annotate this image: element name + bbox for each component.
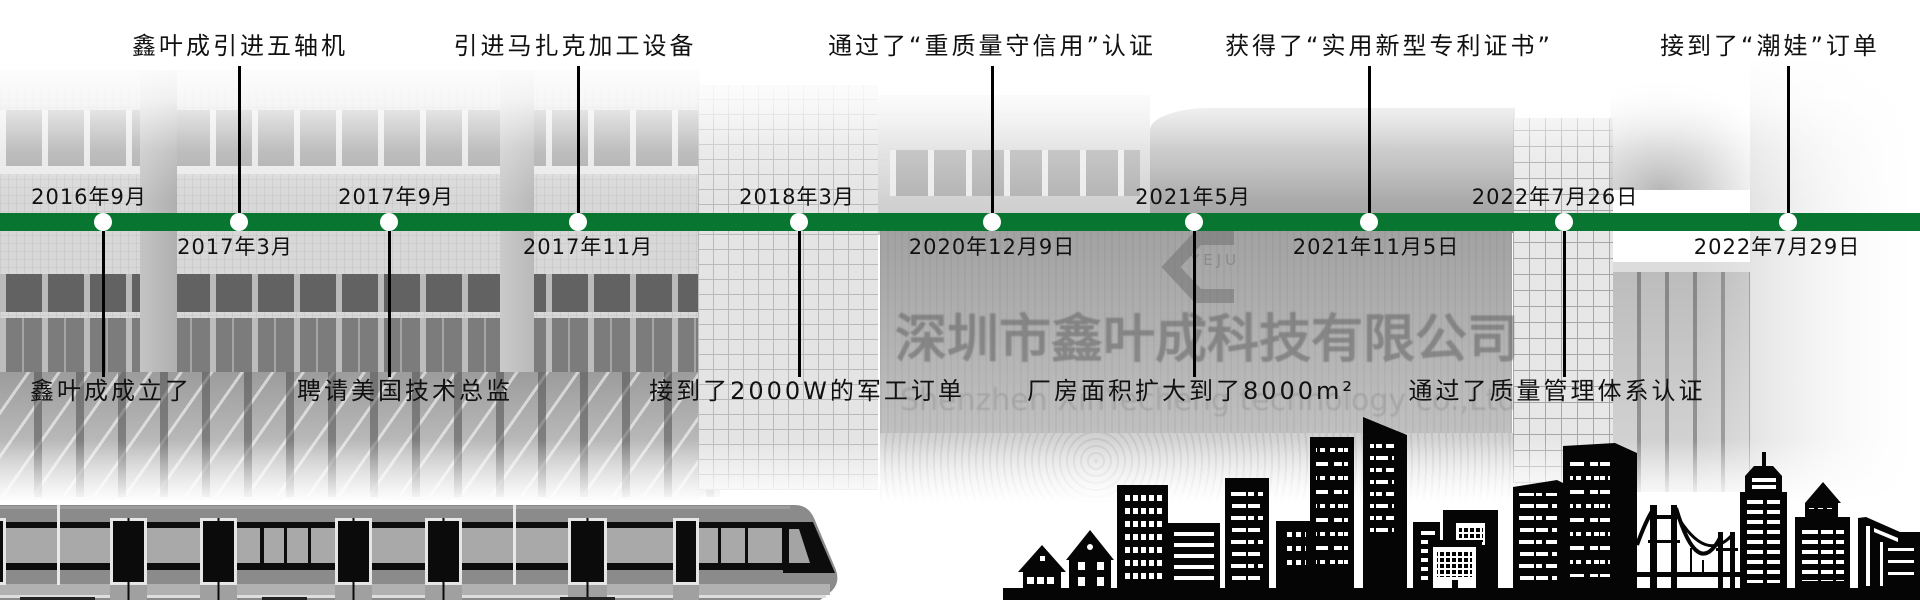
train-window-dividers [260,528,785,563]
house [1018,545,1066,588]
event-label: 通过了质量管理体系认证 [1408,377,1706,405]
building [1563,443,1637,588]
connector-line [237,66,241,213]
building [1428,540,1482,588]
background-lower-windows [0,318,700,380]
bridge [1635,505,1740,588]
logo-text: YEJU [1190,251,1241,269]
timeline-dot [1779,213,1797,231]
timeline-dot [1360,213,1378,231]
building [1795,482,1850,588]
event-date: 2017年3月 [177,235,293,259]
event-label: 接到了“潮娃”订单 [1660,32,1880,60]
background-lower-transoms [0,274,700,312]
building [1513,480,1565,588]
chevron-c-logo-icon [1161,231,1234,303]
event-date: 2022年7月29日 [1693,235,1861,259]
connector-line [1367,66,1371,213]
event-date: 2021年11月5日 [1292,235,1460,259]
building [1117,485,1168,588]
event-label: 厂房面积扩大到了8000m² [1026,377,1356,405]
city-skyline-icon [1003,417,1920,600]
event-label: 通过了“重质量守信用”认证 [828,32,1156,60]
connector-line [387,231,391,377]
train-wheels [20,597,615,600]
connector-line [1192,231,1196,377]
fade-overlay-top [0,0,1920,200]
spire-tower [1740,452,1787,588]
event-label: 接到了2000W的军工订单 [649,377,965,405]
building [1858,517,1920,588]
timeline-dot [94,213,112,231]
connector-line [1786,66,1790,213]
background-company-sign-panel [880,230,1512,433]
event-label: 鑫叶成引进五轴机 [132,32,348,60]
connector-line [576,66,580,213]
building [1276,521,1312,588]
timeline-dot [983,213,1001,231]
event-date: 2018年3月 [739,185,855,209]
timeline-dot [1185,213,1203,231]
event-date: 2020年12月9日 [908,235,1076,259]
train-icon [0,505,838,600]
timeline-dot [569,213,587,231]
timeline-dot [1555,213,1573,231]
connector-line [797,231,801,377]
event-label: 聘请美国技术总监 [297,377,513,405]
event-label: 获得了“实用新型专利证书” [1225,32,1553,60]
train-car-joints [57,505,516,585]
event-label: 引进马扎克加工设备 [453,32,697,60]
event-date: 2022年7月26日 [1471,185,1639,209]
event-date: 2016年9月 [31,185,147,209]
event-date: 2017年11月 [522,235,654,259]
connector-line [1562,231,1566,377]
timeline-bar [0,213,1920,231]
event-label: 鑫叶成成立了 [30,377,192,405]
timeline-dot [790,213,808,231]
house [1066,530,1114,588]
train-doors [0,518,699,600]
building [1363,417,1407,588]
building [1310,437,1354,588]
company-sign-text: 深圳市鑫叶成科技有限公司 [895,310,1520,370]
building [1168,523,1220,588]
timeline-dot [380,213,398,231]
company-sign-subtext: Shenzhen XinYecheng technology co.,Ltd [900,383,1517,418]
event-date: 2017年9月 [338,185,454,209]
connector-line [101,231,105,377]
ground [1003,588,1920,600]
event-date: 2021年5月 [1135,185,1251,209]
timeline-dot [230,213,248,231]
building [1225,478,1269,588]
connector-line [990,66,994,213]
